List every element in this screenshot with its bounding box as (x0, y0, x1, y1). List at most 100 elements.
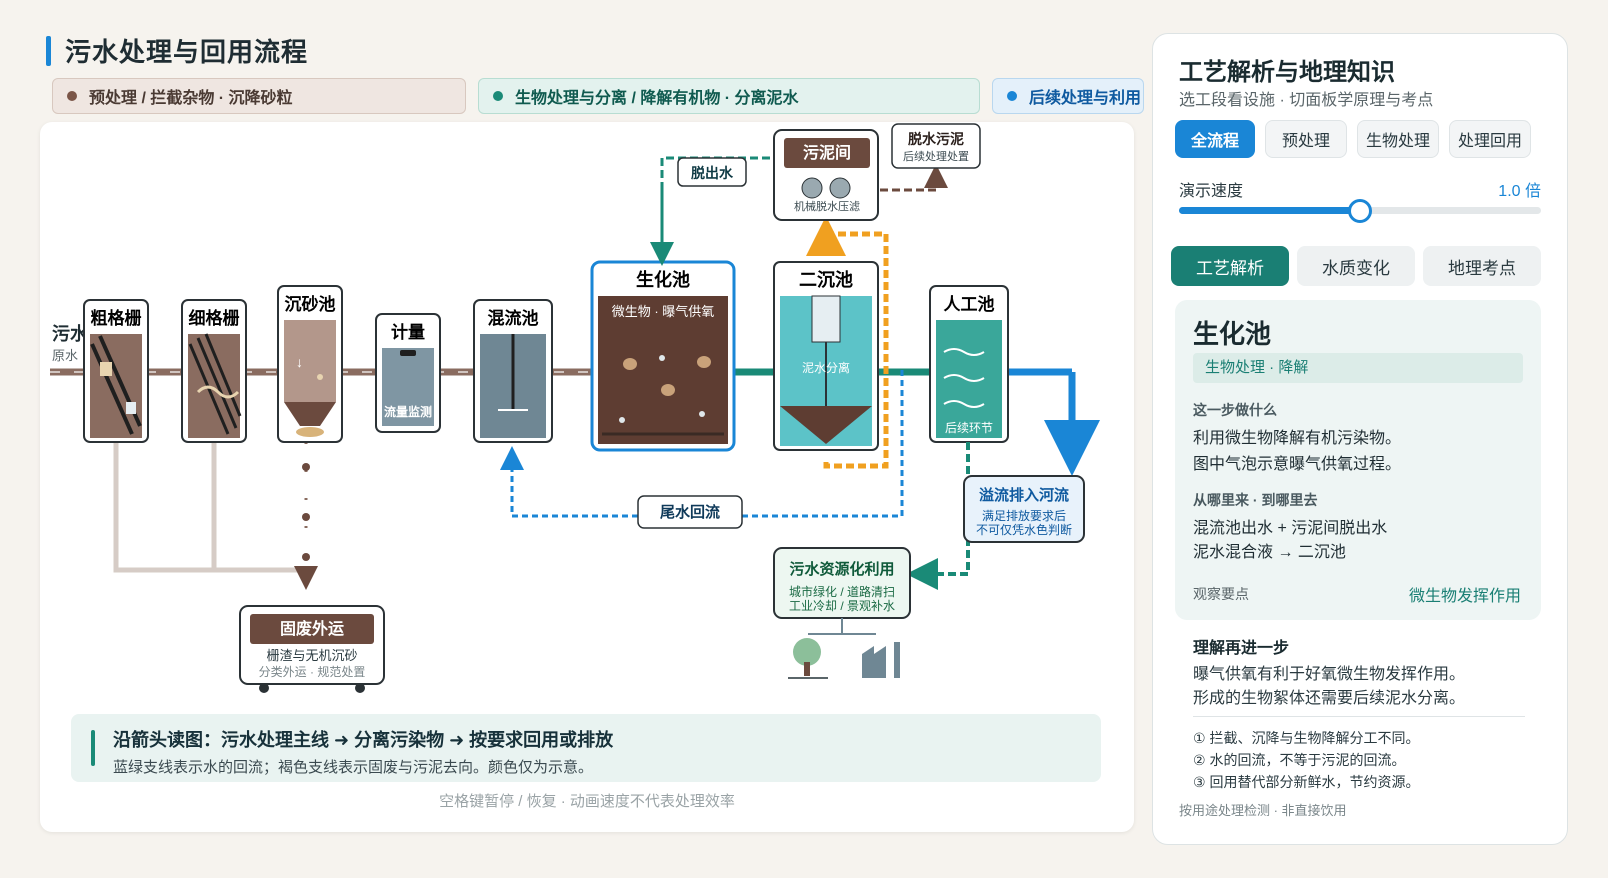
sludge-return-line (806, 216, 889, 469)
tab-process[interactable]: 工艺解析 (1171, 246, 1289, 286)
bio-tank-sub: 微生物 · 曝气供氧 (612, 304, 715, 319)
clarifier-sub: 泥水分离 (802, 360, 850, 375)
reuse-sub2: 工业冷却 / 景观补水 (789, 599, 895, 613)
mixing-tank-unit[interactable]: 混流池 (473, 299, 553, 443)
flow-line-1: 混流池出水 + 污泥间脱出水 (1193, 520, 1388, 537)
divider (1193, 716, 1525, 717)
tail-return-label: 尾水回流 (660, 503, 720, 521)
more-line-2: 形成的生物絮体还需要后续泥水分离。 (1193, 690, 1466, 707)
stage-label: 预处理 / 拦截杂物 · 沉降砂粒 (89, 90, 293, 107)
legend-main-text: 沿箭头读图：污水处理主线 ➜ 分离污染物 ➜ 按要求回用或排放 (113, 730, 614, 750)
process-diagram: 污水 原水 粗格栅 细格栅 沉砂池 (40, 122, 1134, 832)
artificial-pond-label: 人工池 (944, 294, 995, 314)
inlet-label: 污水 (52, 323, 89, 344)
card-tag: 生物处理 · 降解 (1193, 353, 1523, 383)
meter-label: 计量 (391, 322, 425, 342)
svg-text:↓: ↓ (296, 354, 303, 370)
dewatered-sludge-box[interactable]: 脱水污泥 后续处理处置 (891, 123, 981, 169)
dewater-water-label: 脱出水 (691, 165, 734, 181)
filter-pretreatment-button[interactable]: 预处理 (1265, 120, 1347, 158)
coarse-screen-unit[interactable]: 粗格栅 (83, 299, 149, 443)
dewater-water-tag[interactable]: 脱出水 (677, 157, 747, 187)
tail-return-tag[interactable]: 尾水回流 (637, 495, 743, 529)
what-line-1: 利用微生物降解有机污染物。 (1193, 430, 1402, 447)
solid-waste-label: 固废外运 (280, 619, 344, 638)
stage-dot (493, 91, 503, 101)
filter-all-button[interactable]: 全流程 (1175, 120, 1255, 158)
overflow-label: 溢流排入河流 (979, 486, 1069, 504)
dewatered-label: 脱水污泥 (908, 131, 964, 147)
stage-label: 生物处理与分离 / 降解有机物 · 分离泥水 (515, 90, 799, 107)
overflow-sub2: 不可仅凭水色判断 (976, 522, 1072, 537)
stage-pretreatment[interactable]: 预处理 / 拦截杂物 · 沉降砂粒 (52, 78, 466, 114)
observe-value: 微生物发挥作用 (1408, 588, 1521, 605)
filter-bio-button[interactable]: 生物处理 (1357, 120, 1439, 158)
flow-line-2: 泥水混合液 → 二沉池 (1193, 544, 1346, 561)
note-2: ② 水的回流，不等于污泥的回流。 (1193, 752, 1406, 768)
tab-geography[interactable]: 地理考点 (1423, 246, 1541, 286)
footnote: 空格键暂停 / 恢复 · 动画速度不代表处理效率 (439, 793, 735, 810)
what-line-2: 图中气泡示意曝气供氧过程。 (1193, 456, 1402, 473)
solid-waste-sub1: 栅渣与无机沉砂 (266, 648, 357, 663)
overflow-river-box[interactable]: 溢流排入河流 满足排放要求后 不可仅凭水色判断 (963, 475, 1085, 543)
water-reuse-box[interactable]: 污水资源化利用 城市绿化 / 道路清扫 工业冷却 / 景观补水 (773, 547, 911, 635)
note-3: ③ 回用替代部分新鲜水，节约资源。 (1193, 774, 1420, 790)
grit-chamber-unit[interactable]: 沉砂池 ↓ (277, 285, 343, 443)
unit-detail-card: 生化池 生物处理 · 降解 这一步做什么 利用微生物降解有机污染物。 图中气泡示… (1175, 300, 1541, 620)
solid-waste-sub2: 分类外运 · 规范处置 (259, 664, 366, 679)
tab-water-quality[interactable]: 水质变化 (1297, 246, 1415, 286)
title-accent-bar (46, 35, 51, 66)
speed-label: 演示速度 (1179, 183, 1244, 200)
panel-title: 工艺解析与地理知识 (1179, 59, 1395, 86)
sludge-room-unit[interactable]: 污泥间 机械脱水压滤 (773, 129, 879, 221)
grit-chamber-label: 沉砂池 (285, 294, 336, 314)
analysis-panel: 工艺解析与地理知识 选工段看设施 · 切面板学原理与考点 全流程 预处理 生物处… (1152, 33, 1568, 845)
sludge-room-sub: 机械脱水压滤 (794, 199, 860, 213)
process-diagram-svg: 污水 原水 粗格栅 细格栅 沉砂池 (50, 123, 1100, 693)
artificial-pond-unit[interactable]: 人工池 后续环节 (929, 285, 1009, 443)
secondary-clarifier-unit[interactable]: 二沉池 泥水分离 (773, 261, 879, 451)
speed-slider-fill (1179, 207, 1360, 214)
observe-heading: 观察要点 (1193, 586, 1249, 602)
dewatered-sub: 后续处理处置 (903, 149, 969, 163)
reuse-branch-line (906, 442, 970, 590)
stage-post-treatment[interactable]: 后续处理与利用 (992, 78, 1144, 114)
reuse-label: 污水资源化利用 (789, 560, 894, 578)
bio-tank-unit[interactable]: 生化池 微生物 · 曝气供氧 (590, 260, 736, 452)
artificial-pond-sub: 后续环节 (945, 421, 993, 435)
solid-waste-unit[interactable]: 固废外运 栅渣与无机沉砂 分类外运 · 规范处置 (239, 605, 385, 693)
overflow-sub1: 满足排放要求后 (982, 508, 1066, 523)
fine-screen-unit[interactable]: 细格栅 (181, 299, 247, 443)
filter-reuse-button[interactable]: 处理回用 (1449, 120, 1531, 158)
speed-value: 1.0 倍 (1498, 183, 1541, 200)
factory-icon (862, 642, 900, 678)
stage-label: 后续处理与利用 (1029, 90, 1142, 107)
reading-legend: 沿箭头读图：污水处理主线 ➜ 分离污染物 ➜ 按要求回用或排放 蓝绿支线表示水的… (71, 714, 1101, 782)
inlet-sub: 原水 (52, 348, 78, 363)
sludge-out-line (880, 164, 948, 192)
stage-bio-treatment[interactable]: 生物处理与分离 / 降解有机物 · 分离泥水 (478, 78, 980, 114)
mixing-tank-label: 混流池 (488, 308, 539, 328)
legend-sub-text: 蓝绿支线表示水的回流；褐色支线表示固废与污泥去向。颜色仅为示意。 (113, 759, 594, 776)
meter-sub: 流量监测 (384, 404, 432, 419)
what-heading: 这一步做什么 (1193, 402, 1277, 418)
panel-footnote: 按用途处理检测 · 非直接饮用 (1179, 803, 1347, 818)
stage-dot (67, 91, 77, 101)
card-title: 生化池 (1193, 319, 1272, 349)
panel-subtitle: 选工段看设施 · 切面板学原理与考点 (1179, 92, 1434, 109)
page-title: 污水处理与回用流程 (65, 37, 309, 67)
stage-dot (1007, 91, 1017, 101)
more-heading: 理解再进一步 (1193, 640, 1290, 657)
clarifier-label: 二沉池 (799, 269, 853, 290)
more-line-1: 曝气供氧有利于好氧微生物发挥作用。 (1193, 666, 1466, 683)
speed-slider-knob[interactable] (1348, 199, 1372, 223)
coarse-screen-label: 粗格栅 (91, 308, 142, 328)
screen-waste-line (113, 440, 306, 573)
flow-heading: 从哪里来 · 到哪里去 (1193, 492, 1318, 508)
flow-meter-unit[interactable]: 计量 流量监测 (375, 313, 441, 433)
fine-screen-label: 细格栅 (189, 308, 240, 328)
speed-slider[interactable] (1179, 199, 1541, 223)
note-1: ① 拦截、沉降与生物降解分工不同。 (1193, 730, 1420, 746)
dewater-return-line (660, 156, 773, 262)
tree-icon (788, 638, 828, 679)
